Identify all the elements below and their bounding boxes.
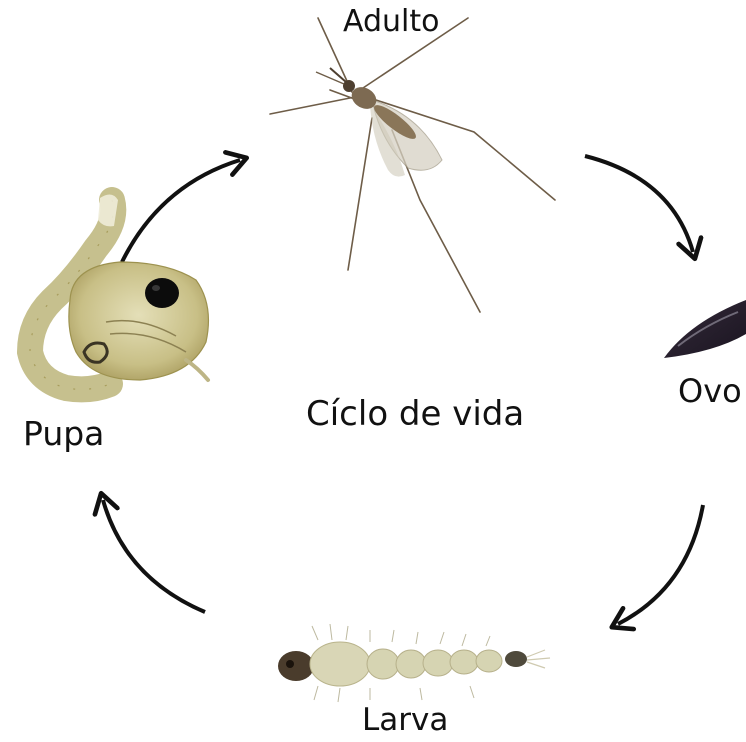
arrow-egg-to-larva — [618, 505, 703, 624]
arrow-larva-to-pupa — [103, 500, 205, 612]
arrow-adult-to-egg — [585, 156, 693, 252]
stage-label-egg: Ovo — [678, 372, 742, 410]
stage-label-larva: Larva — [362, 702, 448, 738]
stage-label-adult: Adulto — [343, 4, 440, 39]
stage-label-pupa: Pupa — [23, 414, 104, 453]
larva-illustration — [278, 624, 550, 702]
adult-mosquito-illustration — [270, 18, 555, 312]
arrow-pupa-to-adult — [122, 160, 240, 262]
diagram-title: Cíclo de vida — [306, 394, 524, 434]
egg-illustration — [664, 300, 746, 358]
pupa-illustration — [30, 194, 208, 389]
